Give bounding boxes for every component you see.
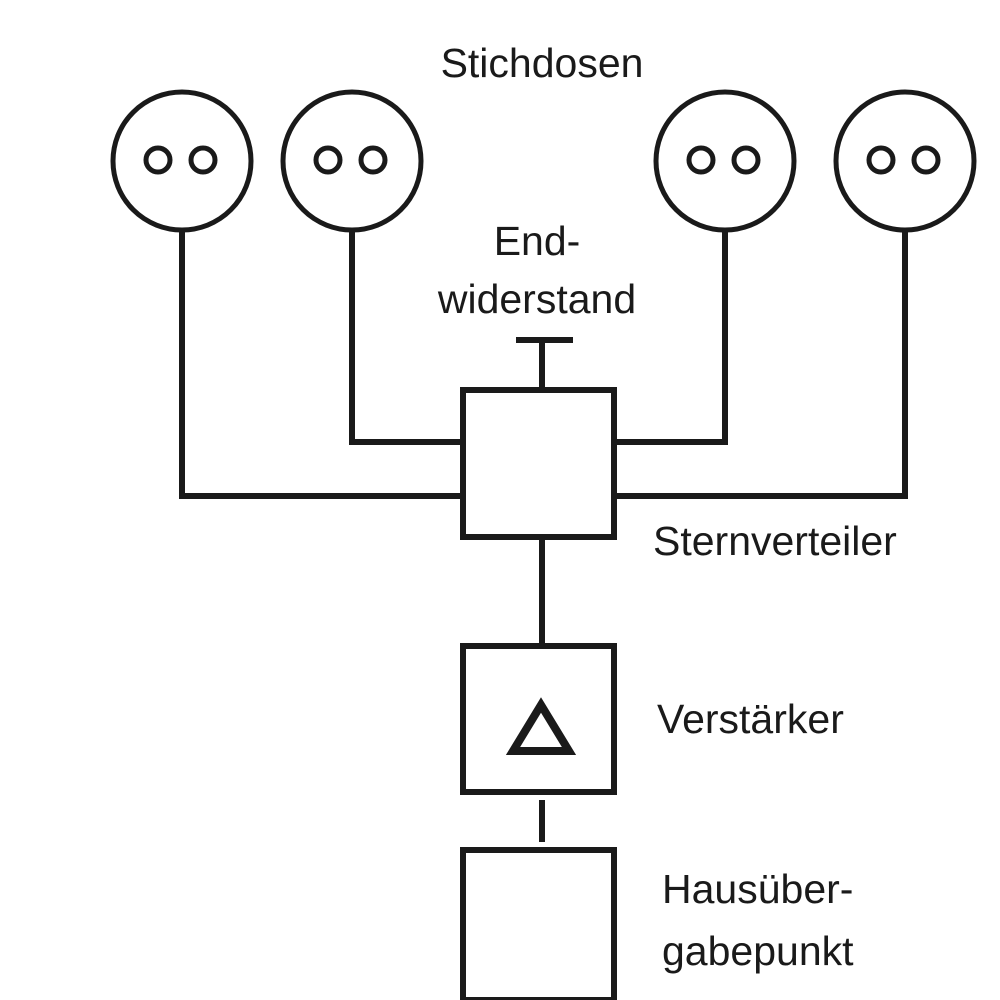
terminator-label-line2: widerstand: [437, 276, 636, 322]
connections: [179, 232, 908, 842]
connector-outlet-4: [614, 232, 908, 499]
amplifier-box: [460, 643, 617, 795]
outlet-3: [653, 89, 797, 233]
outlet-pin: [911, 145, 941, 175]
coax-outlet-icon: [833, 89, 977, 233]
handover-label-line2: gabepunkt: [662, 928, 854, 974]
triangle-amplifier-icon: [505, 697, 577, 755]
coax-outlet-icon: [653, 89, 797, 233]
outlet-pin: [358, 145, 388, 175]
handover-label-line1: Hausüber-: [662, 866, 853, 912]
handover-box: [460, 847, 617, 1000]
connector-outlet-2: [349, 232, 463, 445]
connector-outlet-3: [614, 232, 728, 445]
outlet-pin: [866, 145, 896, 175]
outlet-1: [110, 89, 254, 233]
outlet-pin: [188, 145, 218, 175]
terminator-label-line1: End-: [494, 218, 581, 264]
splitter-label: Sternverteiler: [653, 518, 897, 564]
outlet-pin: [143, 145, 173, 175]
outlet-4: [833, 89, 977, 233]
outlet-pin: [731, 145, 761, 175]
outlets-label: Stichdosen: [441, 40, 644, 86]
coax-outlet-icon: [280, 89, 424, 233]
amplifier-label: Verstärker: [657, 696, 844, 742]
coax-outlet-icon: [110, 89, 254, 233]
connector-outlet-1: [179, 232, 463, 499]
outlet-pin: [313, 145, 343, 175]
outlet-pin: [686, 145, 716, 175]
outlet-2: [280, 89, 424, 233]
splitter-box: [460, 387, 617, 540]
